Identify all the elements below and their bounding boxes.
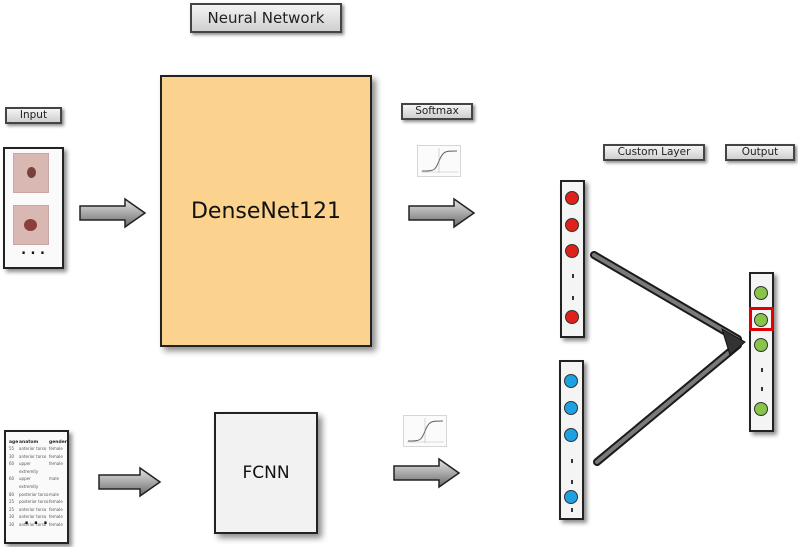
- arrow-densenet-to-softmax: [408, 197, 476, 229]
- output-layer: [749, 272, 774, 432]
- densenet-block: DenseNet121: [160, 75, 372, 347]
- image-input-panel: ...: [3, 147, 64, 269]
- sigmoid-plot-icon-bottom: [403, 415, 447, 447]
- softmax-label: Softmax: [401, 103, 473, 120]
- neuron-node: [564, 374, 578, 388]
- ellipsis-dot: [761, 387, 763, 391]
- neuron-node: [564, 428, 578, 442]
- neural-network-label: Neural Network: [190, 3, 342, 33]
- metadata-table-header: age anatom gender: [9, 440, 67, 445]
- ellipsis-dot: [571, 508, 573, 512]
- connection-arrowhead: [721, 327, 746, 356]
- fcnn-block: FCNN: [214, 412, 318, 534]
- output-node-selected: [754, 313, 768, 327]
- output-node: [754, 286, 768, 300]
- connection-arrow-top: [590, 251, 742, 343]
- custom-layer-image-branch: [560, 180, 585, 338]
- skin-lesion-image-2: [13, 205, 49, 245]
- ellipsis-dot: [572, 296, 574, 300]
- predicted-class-highlight: [749, 307, 774, 331]
- image-ellipsis: ...: [19, 242, 48, 258]
- neuron-node: [565, 244, 579, 258]
- output-node: [754, 402, 768, 416]
- neuron-node: [565, 310, 579, 324]
- custom-layer-label: Custom Layer: [603, 144, 705, 161]
- arrow-fcnn-to-softmax: [393, 457, 461, 489]
- metadata-ellipsis: ...: [22, 512, 51, 528]
- neuron-node: [565, 191, 579, 205]
- output-node: [754, 338, 768, 352]
- arrow-metadata-to-fcnn: [98, 466, 162, 498]
- ellipsis-dot: [761, 368, 763, 372]
- ellipsis-dot: [571, 459, 573, 463]
- densenet-label: DenseNet121: [190, 198, 342, 224]
- neuron-node: [565, 218, 579, 232]
- skin-lesion-image-1: [13, 153, 49, 193]
- neuron-node: [564, 401, 578, 415]
- ellipsis-dot: [571, 480, 573, 484]
- connection-arrow-bottom: [593, 341, 742, 466]
- custom-layer-metadata-branch: [559, 360, 584, 520]
- neuron-node: [564, 490, 578, 504]
- fcnn-label: FCNN: [242, 463, 290, 483]
- sigmoid-plot-icon-top: [417, 145, 461, 177]
- arrow-image-to-densenet: [79, 197, 147, 229]
- output-label: Output: [725, 144, 795, 161]
- input-label: Input: [5, 107, 62, 124]
- ellipsis-dot: [572, 274, 574, 278]
